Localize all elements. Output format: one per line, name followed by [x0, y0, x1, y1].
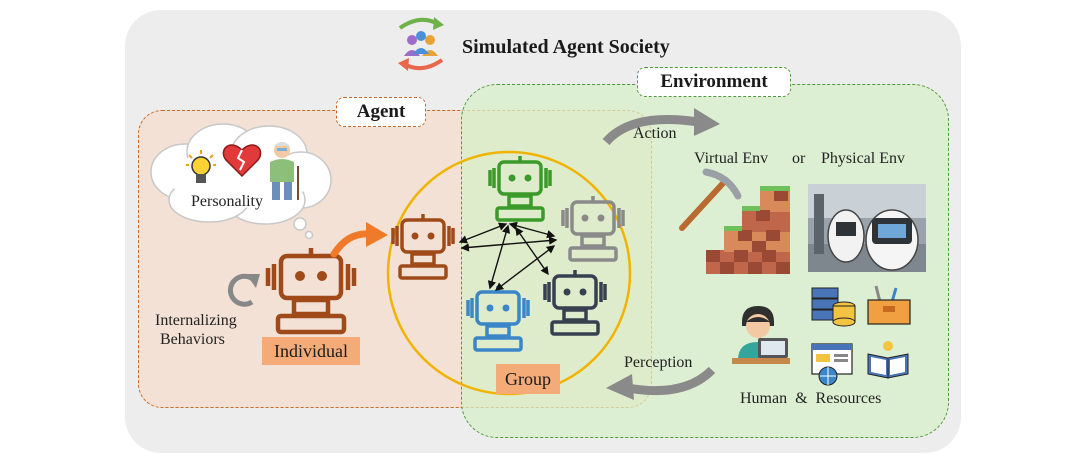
toolbox-icon	[867, 285, 911, 325]
agent-label: Agent	[336, 97, 426, 127]
or-label: or	[792, 150, 806, 167]
group-robot-green-icon	[488, 156, 552, 222]
elderly-person-icon	[270, 142, 299, 200]
physical-robot-photo	[808, 184, 926, 272]
lightbulb-icon	[186, 150, 216, 183]
individual-to-group-arrow	[330, 222, 388, 258]
virtual-env-label: Virtual Env	[694, 150, 769, 167]
broken-heart-icon	[222, 144, 262, 178]
group-tag: Group	[496, 364, 560, 394]
behaviors-label: Behaviors	[160, 331, 225, 348]
group-robot-dark-icon	[543, 270, 607, 336]
database-icon	[811, 287, 856, 327]
environment-label: Environment	[637, 67, 791, 97]
person-at-laptop-icon	[732, 306, 790, 364]
group-interaction-arrows	[458, 221, 558, 291]
perception-label: Perception	[624, 354, 693, 371]
action-label: Action	[633, 125, 677, 142]
open-book-icon	[867, 341, 909, 379]
personality-label: Personality	[191, 193, 263, 210]
web-page-icon	[811, 343, 853, 386]
action-arrow	[602, 108, 720, 146]
thought-cloud	[150, 123, 332, 240]
society-icon	[398, 17, 444, 71]
refresh-arrow-icon	[227, 273, 260, 307]
individual-tag: Individual	[262, 337, 360, 365]
stairs-pickaxe-icon	[679, 168, 790, 274]
diagram-title: Simulated Agent Society	[462, 36, 670, 58]
group-robot-gray-icon	[561, 196, 625, 262]
individual-robot-icon	[265, 248, 357, 335]
group-circle	[386, 150, 632, 396]
internalizing-label: Internalizing	[155, 312, 237, 329]
perception-arrow	[606, 366, 716, 400]
group-robot-brown-icon	[391, 214, 455, 280]
physical-env-label: Physical Env	[821, 150, 905, 167]
human-resources-label: Human & Resources	[740, 390, 882, 407]
